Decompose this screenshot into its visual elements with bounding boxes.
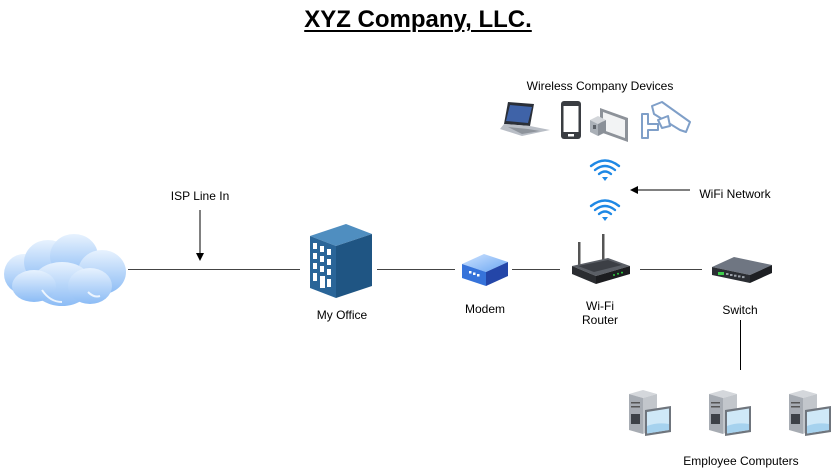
router-label-line1: Wi-Fi: [586, 299, 614, 313]
wifi-signal-icon: [589, 159, 621, 181]
employee-computers-label: Employee Computers: [683, 454, 799, 468]
cloud-icon: [4, 234, 126, 306]
switch-label: Switch: [722, 303, 758, 317]
network-switch-icon: [712, 257, 772, 283]
wifi-network-label: WiFi Network: [699, 187, 771, 201]
wifi-network-arrow-icon: [630, 186, 690, 194]
connector-internet-office: [128, 269, 300, 270]
modem-label: Modem: [464, 302, 505, 316]
modem-icon: [462, 254, 508, 286]
wifi-router-icon: [572, 234, 630, 284]
connector-modem-router: [512, 269, 560, 270]
wireless-devices-label: Wireless Company Devices: [526, 79, 674, 93]
smartphone-icon: [561, 101, 581, 139]
isp-line-label: ISP Line In: [170, 189, 230, 203]
office-label: My Office: [316, 308, 368, 322]
laptop-icon: [500, 102, 550, 136]
desktop-computer-icon: [709, 390, 751, 436]
diagram-title: XYZ Company, LLC.: [304, 6, 532, 33]
desktop-computer-icon: [629, 390, 671, 436]
isp-arrow-icon: [196, 210, 204, 261]
router-label-line2: Router: [581, 313, 619, 327]
office-building-icon: [310, 224, 372, 298]
connector-switch-computers: [740, 320, 741, 370]
tablet-icon: [590, 108, 628, 142]
wifi-signal-icon: [589, 199, 621, 221]
desktop-computer-icon: [789, 390, 831, 436]
connector-office-modem: [377, 269, 455, 270]
connector-router-switch: [640, 269, 702, 270]
security-camera-icon: [641, 101, 691, 139]
